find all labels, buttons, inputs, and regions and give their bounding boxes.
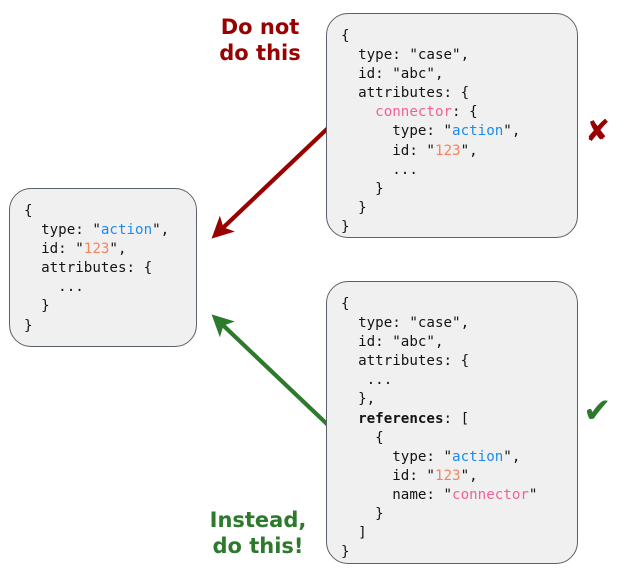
code-token (341, 411, 358, 427)
code-token: ... (341, 372, 393, 389)
code-token: ", (503, 448, 521, 465)
code-token: ", (503, 123, 521, 140)
code-line: name: "connector" (341, 486, 537, 505)
code-token: { (341, 28, 350, 44)
code-line: { (341, 295, 537, 314)
code-line: attributes: { (341, 352, 537, 371)
code-token: ", (460, 142, 478, 159)
code-token: : [ (443, 410, 470, 427)
code-line: } (24, 317, 169, 336)
code-token: name: " (341, 486, 453, 503)
code-line: } (341, 180, 520, 199)
code-line: id: "123", (341, 467, 537, 486)
code-line: type: "action", (341, 122, 520, 141)
code-token: type: "case", (341, 315, 470, 332)
code-token: type: "case", (341, 47, 470, 64)
code-token: } (341, 506, 384, 523)
code-token: attributes: { (341, 85, 470, 102)
code-token: connector (452, 486, 529, 503)
code-token: } (24, 298, 50, 315)
code-token: action (452, 448, 504, 465)
code-line: attributes: { (341, 84, 520, 103)
code-token: attributes: { (24, 260, 153, 277)
code-line: type: "case", (341, 314, 537, 333)
code-token: type: " (341, 448, 453, 465)
code-line: type: "action", (341, 448, 537, 467)
code-line: } (341, 543, 537, 562)
code-line: { (341, 27, 520, 46)
code-token (341, 104, 375, 120)
code-token: } (341, 180, 384, 197)
code-token: id: "abc", (341, 334, 444, 351)
code-line: } (24, 297, 169, 316)
code-token: references (358, 410, 444, 427)
code-line: } (341, 218, 520, 237)
code-lines: { type: "case", id: "abc", attributes: {… (341, 295, 537, 562)
code-box-action-object: { type: "action", id: "123", attributes:… (9, 188, 197, 347)
code-token: }, (341, 391, 376, 408)
code-token: } (24, 317, 33, 334)
code-token: type: " (24, 222, 101, 239)
check-icon: ✔ (583, 391, 612, 431)
code-token: attributes: { (341, 353, 470, 370)
code-token: { (341, 296, 350, 312)
code-token: } (341, 544, 350, 561)
code-lines: { type: "action", id: "123", attributes:… (24, 202, 169, 336)
code-token: : { (452, 104, 478, 121)
code-line: references: [ (341, 410, 537, 429)
code-token: id: " (341, 467, 435, 484)
code-box-nested-connector: { type: "case", id: "abc", attributes: {… (326, 13, 578, 238)
code-token: ", (109, 241, 127, 258)
code-line: id: "123", (24, 240, 169, 259)
code-line: ... (24, 278, 169, 297)
code-line: ... (341, 161, 520, 180)
code-line: id: "abc", (341, 333, 537, 352)
code-line: ] (341, 524, 537, 543)
code-token: ", (152, 222, 170, 239)
code-token: ", (460, 467, 478, 484)
code-token: id: " (341, 142, 435, 159)
code-line: ... (341, 371, 537, 390)
code-token: } (341, 199, 367, 216)
code-token: 123 (434, 467, 461, 484)
code-token: connector (375, 104, 453, 121)
code-token: { (341, 429, 384, 446)
code-line: { (341, 429, 537, 448)
code-token: { (24, 203, 33, 219)
arrow-instead-do-this (211, 314, 330, 427)
code-lines: { type: "case", id: "abc", attributes: {… (341, 27, 520, 237)
arrow-do-not-do-this (211, 126, 330, 239)
code-line: attributes: { (24, 259, 169, 278)
code-token: 123 (434, 142, 461, 159)
code-token: 123 (83, 241, 110, 258)
code-box-references-array: { type: "case", id: "abc", attributes: {… (326, 281, 578, 564)
code-line: id: "123", (341, 142, 520, 161)
code-token: id: " (24, 241, 84, 258)
caption-do-not-do-this: Do not do this (219, 15, 301, 65)
code-token: action (452, 123, 504, 140)
code-token: ... (24, 279, 84, 296)
code-line: } (341, 505, 537, 524)
code-line: connector: { (341, 103, 520, 122)
code-token: " (528, 486, 538, 503)
code-token: action (100, 222, 153, 239)
cross-icon: ✘ (585, 114, 611, 149)
code-token: } (341, 218, 350, 235)
code-line: }, (341, 390, 537, 409)
code-token: type: " (341, 123, 453, 140)
code-token: ] (341, 525, 367, 542)
code-token: ... (341, 161, 418, 178)
code-token: id: "abc", (341, 66, 444, 83)
code-line: type: "action", (24, 221, 169, 240)
code-line: { (24, 202, 169, 221)
code-line: type: "case", (341, 46, 520, 65)
code-line: id: "abc", (341, 65, 520, 84)
caption-instead-do-this: Instead, do this! (209, 508, 307, 558)
code-line: } (341, 199, 520, 218)
